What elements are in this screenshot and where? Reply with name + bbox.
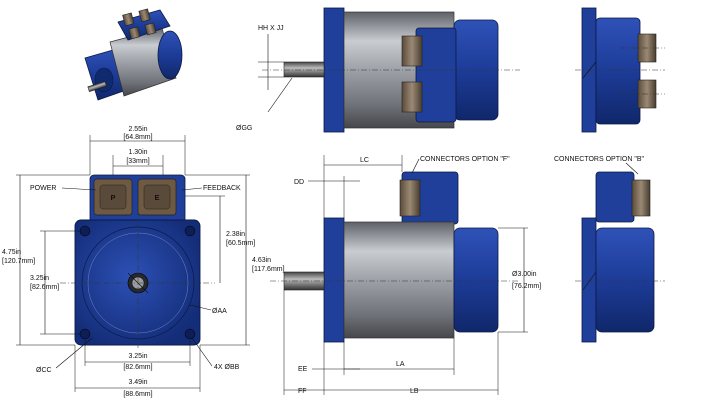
gg-label: ØGG (236, 125, 252, 132)
top-connector-housing (415, 27, 457, 123)
dim-d-in: 3.25in (30, 275, 49, 282)
dim-e-in: 2.38in (226, 231, 245, 238)
right-bottom-view: CONNECTORS OPTION "B" (554, 156, 665, 343)
dim-h-mm: [88.6mm] (123, 391, 152, 398)
connectors-option-b-label: CONNECTORS OPTION "B" (554, 156, 645, 163)
right-bottom-connector-housing (595, 171, 635, 223)
lc-label: LC (360, 157, 369, 164)
bottom-rear-cap (453, 227, 499, 333)
hhjj-label: HH X JJ (258, 25, 284, 32)
dim-d-mm: [82.6mm] (30, 284, 59, 291)
dim-g-mm: [82.6mm] (123, 364, 152, 371)
right-top-view (575, 7, 665, 133)
dim-h-in: 3.49in (128, 379, 147, 386)
ee-label: EE (298, 366, 308, 373)
aa-label: ØAA (212, 308, 227, 315)
lb-label: LB (410, 388, 419, 395)
dim-b-in: 1.30in (128, 149, 147, 156)
dim-b-mm: [33mm] (126, 158, 149, 165)
feedback-label: FEEDBACK (203, 185, 241, 192)
isometric-view (84, 8, 183, 101)
dim-g-in: 3.25in (128, 353, 147, 360)
bottom-connector (399, 179, 421, 217)
power-label: POWER (30, 185, 56, 192)
dd-label: DD (294, 179, 304, 186)
bb-label: 4X ØBB (214, 364, 240, 371)
dim-e-mm: [60.5mm] (226, 240, 255, 247)
dim-j-mm: [76.2mm] (512, 283, 541, 290)
bottom-flange (323, 217, 345, 343)
dim-f-in: 4.63in (252, 257, 271, 264)
mounting-hole (184, 225, 196, 237)
dim-c-mm: [120.7mm] (2, 258, 35, 265)
dim-a-in: 2.55in (128, 126, 147, 133)
front-view-dimensions: 2.55in [64.8mm] 1.30in [33mm] 4.75in [12… (2, 126, 285, 398)
dim-c-in: 4.75in (2, 249, 21, 256)
top-shaft (283, 61, 325, 78)
mounting-hole (79, 225, 91, 237)
bottom-motor-body (343, 221, 455, 339)
dim-a-mm: [64.8mm] (123, 134, 152, 141)
dim-f-mm: [117.6mm] (252, 266, 285, 273)
top-connector-2 (401, 81, 423, 113)
right-bottom-connector (631, 179, 651, 217)
right-bottom-flange (581, 217, 597, 343)
connectors-option-f-label: CONNECTORS OPTION "F" (420, 156, 510, 163)
top-side-view: HH X JJ ØGG (236, 7, 520, 133)
dim-j-in: Ø3.00in (512, 271, 537, 278)
feedback-connector-label: E (154, 193, 159, 202)
ff-label: FF (298, 388, 307, 395)
power-connector-label: P (110, 193, 115, 202)
right-bottom-body (595, 227, 655, 333)
right-top-body (595, 17, 641, 125)
top-connector-1 (401, 35, 423, 67)
mounting-hole (184, 328, 196, 340)
bottom-side-view: LC DD CONNECTORS OPTION "F" Ø3.00in [76.… (270, 155, 541, 395)
front-view: P E (60, 174, 215, 350)
mounting-hole (79, 328, 91, 340)
cc-label: ØCC (36, 367, 52, 374)
la-label: LA (396, 361, 405, 368)
